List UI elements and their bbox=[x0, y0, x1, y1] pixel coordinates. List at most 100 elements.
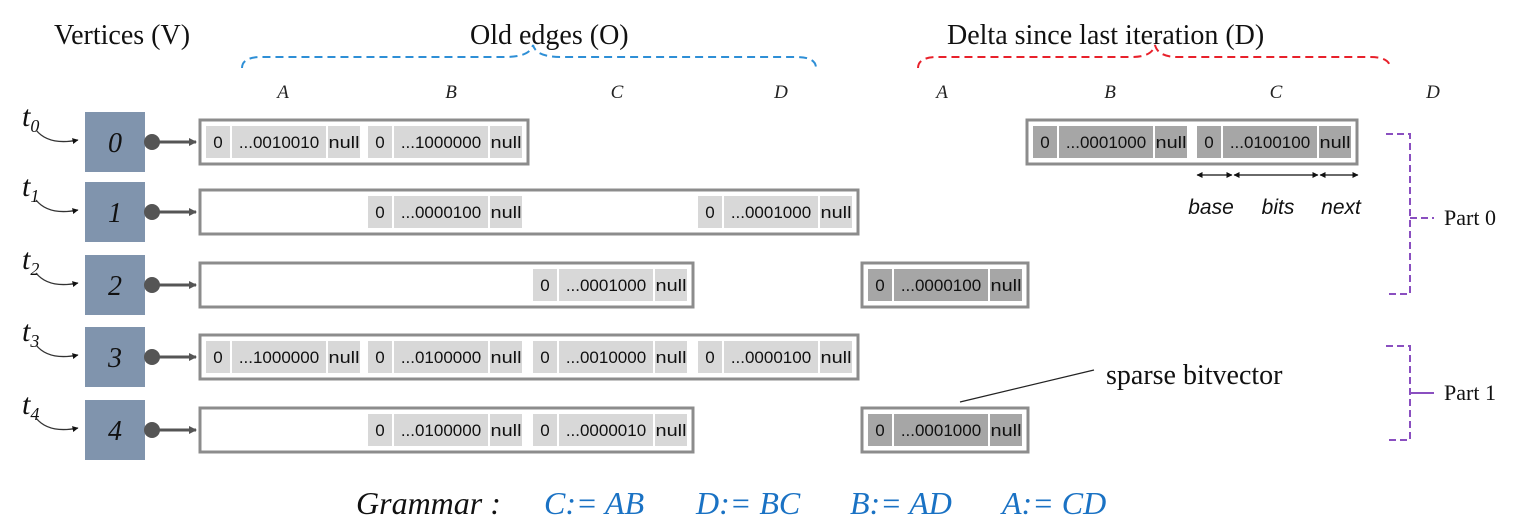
vertex-id: 0 bbox=[108, 128, 122, 159]
bits-value: ...0100000 bbox=[401, 348, 481, 367]
next-field bbox=[490, 414, 522, 446]
next-field bbox=[990, 414, 1022, 446]
bits-field bbox=[394, 414, 488, 446]
delta-heading: Delta since last iteration (D) bbox=[947, 20, 1264, 51]
old-column-label-C: C bbox=[611, 82, 624, 103]
grammar-rule-2: D:= BC bbox=[695, 485, 801, 521]
vertex-id: 4 bbox=[108, 416, 122, 447]
bits-value: ...0001000 bbox=[901, 421, 981, 440]
base-field bbox=[368, 196, 392, 228]
base-value: 0 bbox=[540, 348, 549, 367]
old-column-label-D: D bbox=[773, 82, 788, 103]
vertex-id: 3 bbox=[107, 343, 122, 374]
bits-field bbox=[559, 341, 653, 373]
bitvector-cell: 0 ...0100000 null bbox=[368, 341, 522, 373]
next-field bbox=[820, 341, 852, 373]
vertex-row-2: t2 2 bbox=[22, 243, 197, 315]
next-value: null bbox=[491, 133, 522, 152]
grammar-label: Grammar : bbox=[356, 485, 501, 521]
bitvector-cell: 0 ...0010000 null bbox=[533, 341, 687, 373]
time-label: t2 bbox=[22, 243, 39, 279]
part-1-label: Part 1 bbox=[1444, 380, 1496, 405]
next-value: null bbox=[821, 203, 852, 222]
next-field bbox=[490, 341, 522, 373]
bits-field bbox=[724, 341, 818, 373]
next-value: null bbox=[1320, 133, 1351, 152]
base-value: 0 bbox=[1204, 133, 1213, 152]
bitvector-cell: 0 ...0000100 null bbox=[368, 196, 522, 228]
bits-field bbox=[232, 126, 326, 158]
vertex-box bbox=[85, 112, 145, 172]
delta-column-label-A: A bbox=[934, 82, 948, 103]
pointer-dot bbox=[144, 277, 160, 293]
time-arrow bbox=[35, 199, 79, 215]
bits-field bbox=[894, 269, 988, 301]
bits-field bbox=[232, 341, 326, 373]
bits-field bbox=[394, 196, 488, 228]
bits-field bbox=[559, 269, 653, 301]
next-value: null bbox=[491, 421, 522, 440]
vertex-box bbox=[85, 255, 145, 315]
base-field bbox=[533, 341, 557, 373]
time-label: t0 bbox=[22, 100, 39, 136]
old-column-label-B: B bbox=[445, 82, 457, 103]
sparse-bitvector-annotation: sparse bitvector bbox=[959, 360, 1283, 403]
old-edges-brace bbox=[241, 44, 817, 69]
next-value: null bbox=[491, 203, 522, 222]
grammar-line: Grammar : C:= AB D:= BC B:= AD A:= CD bbox=[356, 485, 1106, 521]
bits-field bbox=[394, 341, 488, 373]
vertex-box bbox=[85, 400, 145, 460]
base-value: 0 bbox=[705, 203, 714, 222]
vertex-id: 2 bbox=[108, 271, 122, 302]
base-field bbox=[206, 126, 230, 158]
bitvector-cell: 0 ...1000000 null bbox=[206, 341, 360, 373]
bits-value: ...0000100 bbox=[901, 276, 981, 295]
delta-column-label-B: B bbox=[1104, 82, 1116, 103]
bits-value: ...0010010 bbox=[239, 133, 319, 152]
bits-value: ...0010000 bbox=[566, 348, 646, 367]
bits-value: ...0100100 bbox=[1230, 133, 1310, 152]
bits-value: ...0000100 bbox=[731, 348, 811, 367]
base-value: 0 bbox=[705, 348, 714, 367]
bits-value: ...1000000 bbox=[401, 133, 481, 152]
vertex-row-1: t11 bbox=[22, 170, 197, 242]
part-1-bracket bbox=[1386, 345, 1411, 441]
base-value: 0 bbox=[213, 348, 222, 367]
base-value: 0 bbox=[213, 133, 222, 152]
base-field bbox=[533, 414, 557, 446]
next-value: null bbox=[656, 348, 687, 367]
next-value: null bbox=[991, 421, 1022, 440]
base-field bbox=[698, 196, 722, 228]
bitvector-cell: 0 ...0100100 null bbox=[1197, 126, 1351, 158]
annotation-label: sparse bitvector bbox=[1106, 360, 1283, 391]
part-0-bracket bbox=[1386, 133, 1411, 295]
bits-value: ...1000000 bbox=[239, 348, 319, 367]
base-value: 0 bbox=[375, 203, 384, 222]
grammar-rule-1: C:= AB bbox=[544, 485, 644, 521]
bits-value: ...0000100 bbox=[401, 203, 481, 222]
delta-brace bbox=[917, 44, 1391, 69]
base-value: 0 bbox=[375, 348, 384, 367]
next-value: null bbox=[329, 348, 360, 367]
next-value: null bbox=[991, 276, 1022, 295]
old-edges-heading: Old edges (O) bbox=[470, 20, 629, 51]
next-value: null bbox=[491, 348, 522, 367]
delta-column-label-D: D bbox=[1425, 82, 1440, 103]
time-arrow bbox=[35, 272, 79, 288]
next-field bbox=[655, 414, 687, 446]
next-field bbox=[1155, 126, 1187, 158]
base-field bbox=[368, 126, 392, 158]
bits-field bbox=[1223, 126, 1317, 158]
